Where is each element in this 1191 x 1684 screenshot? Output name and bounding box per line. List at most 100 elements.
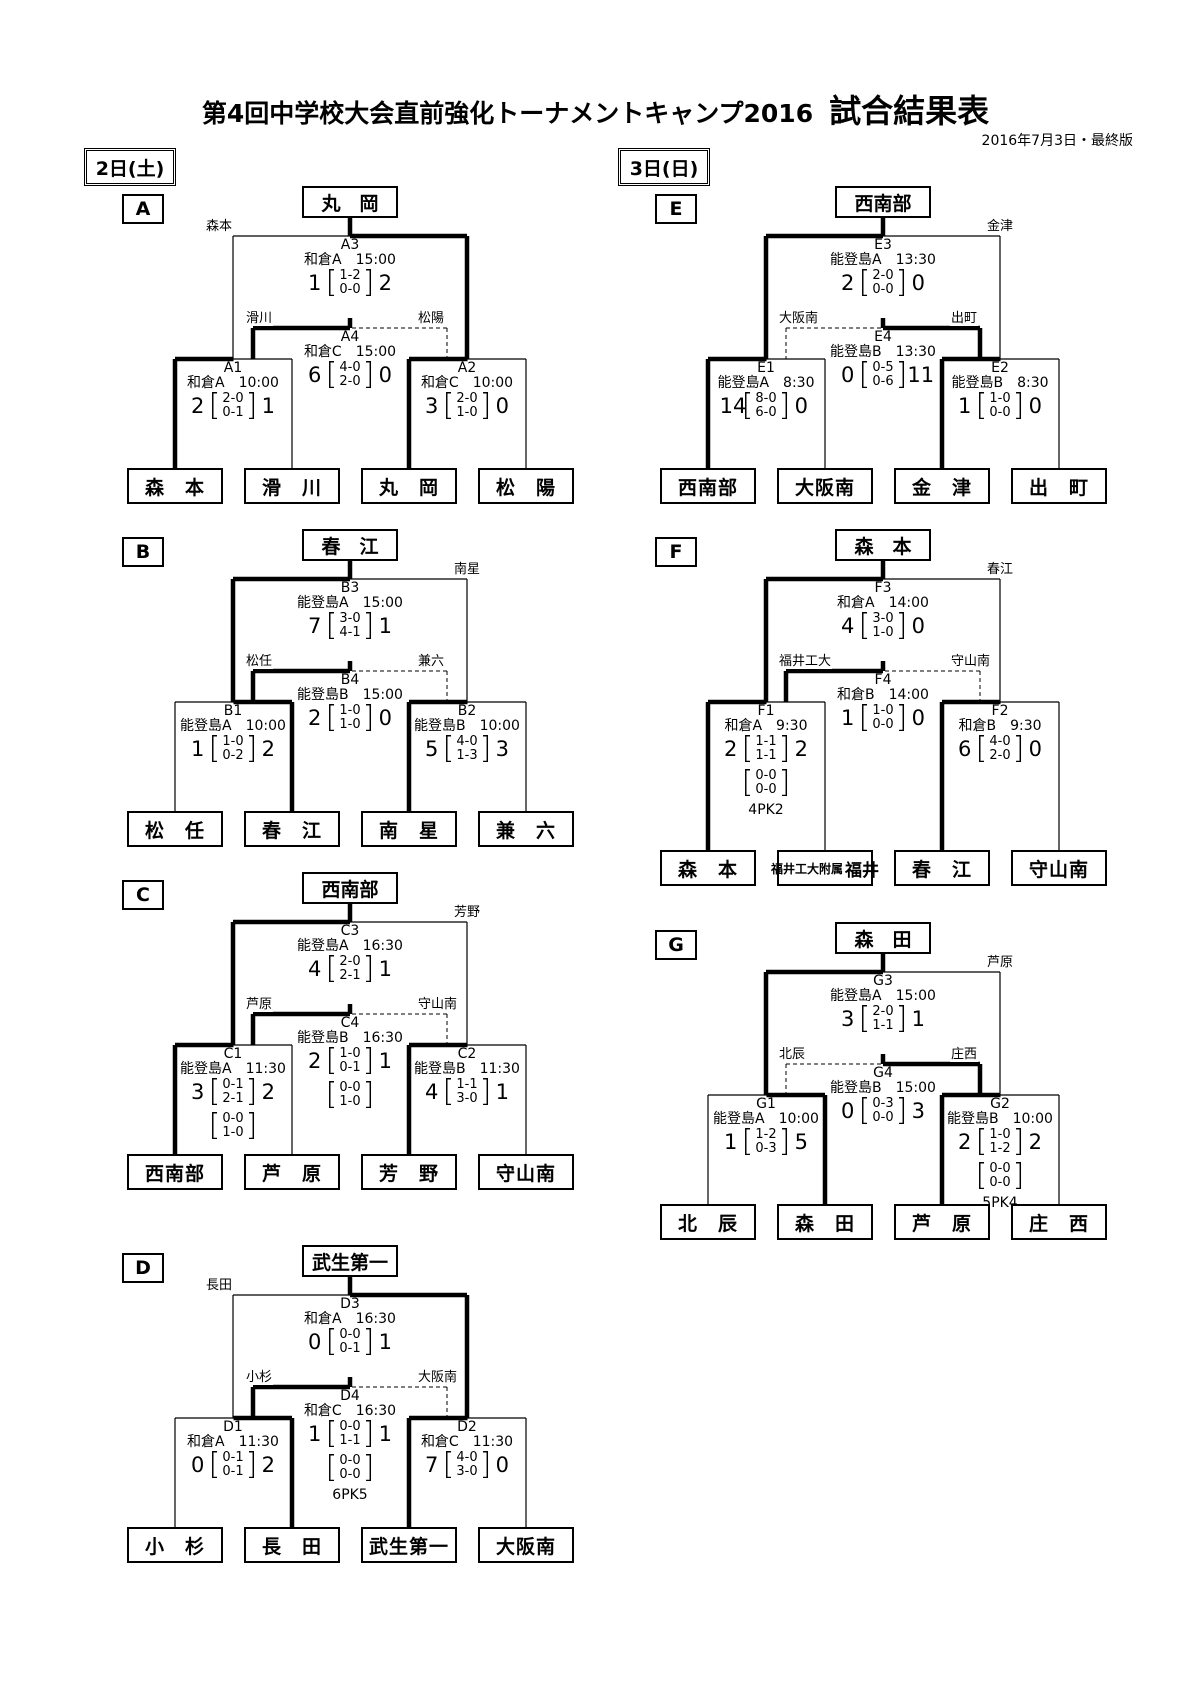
bracket-f-third-score-right: 0 (911, 706, 926, 730)
bracket-b-semi1-venue: 能登島A 10:00 (180, 718, 286, 734)
bracket-f-semi1-pk: 4PK2 (748, 802, 784, 818)
bracket-f-team-2-part1: 福井工大附属 (771, 861, 844, 876)
bracket-a-third-half-2: 2-0 (339, 374, 361, 389)
bracket-f-semi1-id: F1 (757, 703, 775, 719)
bracket-d-semi2-score-right: 0 (495, 1453, 510, 1477)
bracket-c-final-venue: 能登島A 16:30 (297, 938, 403, 954)
bracket-a-third-score-right: 0 (378, 363, 393, 387)
bracket-g-team-2: 森 田 (777, 1204, 873, 1240)
bracket-c-third-bracket-open: [ (325, 1043, 338, 1078)
bracket-e-semi2-bracket-open: [ (975, 388, 988, 423)
bracket-e-semi1-venue: 能登島A 8:30 (717, 375, 815, 391)
bracket-c-third-venue: 能登島B 16:30 (297, 1030, 403, 1046)
bracket-f-third-name-left: 福井工大 (778, 654, 833, 669)
bracket-f-semi1-score-right: 2 (794, 737, 809, 761)
title-sub: 試合結果表 (829, 92, 990, 130)
bracket-b-final-bracket-open: [ (325, 608, 338, 643)
bracket-f-team-4: 守山南 (1011, 850, 1107, 886)
bracket-e-third-name-left: 大阪南 (778, 311, 820, 326)
bracket-g-third-id: G4 (873, 1065, 893, 1081)
bracket-d-semi2-half-1: 4-0 (456, 1450, 478, 1465)
bracket-c-third-bracket-close: ] (362, 1043, 375, 1078)
bracket-a-semi2-venue: 和倉C 10:00 (420, 375, 514, 391)
bracket-b-final-score-left: 7 (307, 614, 322, 638)
bracket-a-third-name-left: 滑川 (245, 311, 274, 326)
bracket-a-third-bracket-open: [ (325, 357, 338, 392)
bracket-c-third-extra-2: 1-0 (339, 1094, 361, 1109)
bracket-d-team-4: 大阪南 (478, 1527, 574, 1563)
bracket-c-semi1-half-2: 2-1 (222, 1091, 244, 1106)
bracket-e-semi1-score-left: 14 (719, 394, 747, 418)
bracket-d-label: D (122, 1253, 164, 1283)
bracket-b-semi1-bracket-open: [ (208, 731, 221, 766)
bracket-e-final-venue: 能登島A 13:30 (830, 252, 936, 268)
bracket-c-final-bracket-open: [ (325, 951, 338, 986)
bracket-e-third-id: E4 (874, 329, 892, 345)
bracket-d-final-top-left: 長田 (205, 1278, 234, 1293)
bracket-b-final-half-2: 4-1 (339, 625, 361, 640)
bracket-d-final-bracket-close: ] (362, 1324, 375, 1359)
bracket-f-third-score-left: 1 (840, 706, 855, 730)
bracket-e-semi1-score-right: 0 (794, 394, 809, 418)
bracket-b-team-3: 南 星 (361, 811, 457, 847)
bracket-c-semi1-extra-1: 0-0 (222, 1111, 244, 1126)
bracket-d-third-half-1: 0-0 (339, 1419, 361, 1434)
bracket-f-semi1-half-2: 1-1 (755, 748, 777, 763)
bracket-d-third-extra-close: ] (362, 1450, 375, 1485)
bracket-c-semi2-bracket-open: [ (442, 1074, 455, 1109)
bracket-d-semi1-id: D1 (223, 1419, 243, 1435)
bracket-c-semi1-venue: 能登島A 11:30 (180, 1061, 286, 1077)
bracket-c-winner: 西南部 (302, 872, 398, 904)
bracket-a-third-id: A4 (340, 329, 360, 345)
bracket-g-semi2-extra-1: 0-0 (989, 1161, 1011, 1176)
bracket-e-third-bracket-open: [ (858, 357, 871, 392)
bracket-e-team-2: 大阪南 (777, 468, 873, 504)
bracket-a-label: A (122, 194, 164, 224)
bracket-g-semi2-extra-close: ] (1012, 1158, 1025, 1193)
bracket-b-third-bracket-close: ] (362, 700, 375, 735)
bracket-g-third-name-right: 庄西 (950, 1047, 979, 1062)
bracket-e-semi2-half-2: 0-0 (989, 405, 1011, 420)
bracket-a-final-score-left: 1 (307, 271, 322, 295)
bracket-b-third-score-left: 2 (307, 706, 322, 730)
bracket-c-semi1-extra-open: [ (208, 1108, 221, 1143)
bracket-d-third-score-right: 1 (378, 1422, 393, 1446)
bracket-f-team-1: 森 本 (660, 850, 756, 886)
bracket-c-semi1-bracket-open: [ (208, 1074, 221, 1109)
bracket-d-third-name-right: 大阪南 (417, 1370, 459, 1385)
bracket-e-semi2-id: E2 (991, 360, 1009, 376)
bracket-c-third-half-2: 0-1 (339, 1060, 361, 1075)
bracket-b-final-half-1: 3-0 (339, 611, 361, 626)
bracket-e-final-bracket-close: ] (895, 265, 908, 300)
bracket-c-lines (172, 902, 527, 1154)
bracket-e-lines (705, 216, 1060, 468)
bracket-d-third-extra-open: [ (325, 1450, 338, 1485)
